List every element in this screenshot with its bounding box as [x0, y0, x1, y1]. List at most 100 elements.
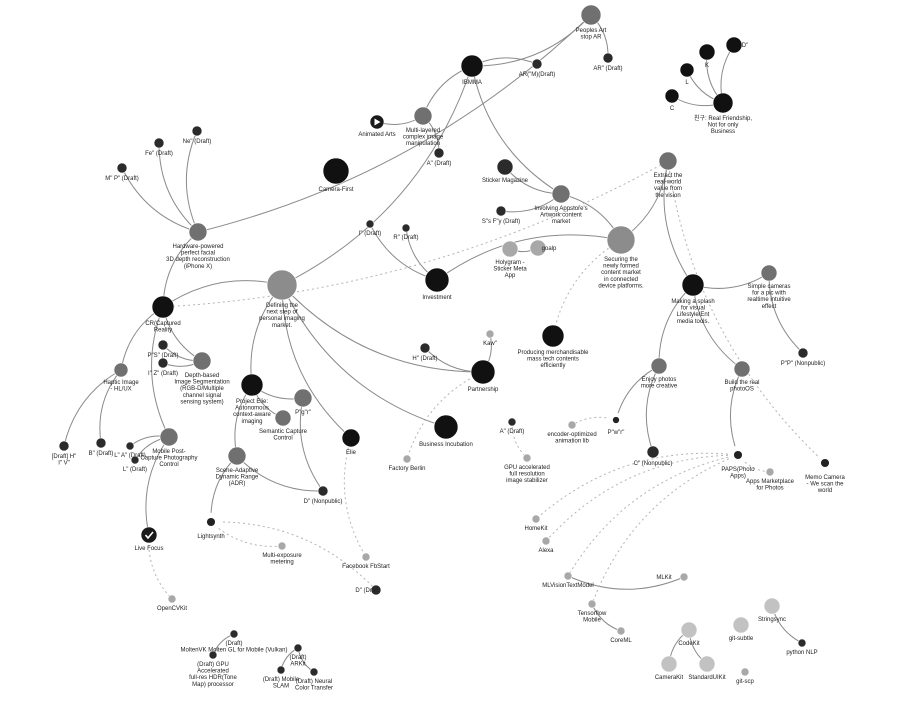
node-dot	[95, 437, 107, 449]
node-r-draft[interactable]: R" (Draft)	[393, 223, 419, 241]
node-dot	[580, 4, 602, 26]
node-s-f-draft[interactable]: S"s F"y (Draft)	[482, 205, 520, 225]
node-dot	[485, 329, 495, 339]
node-mlvision[interactable]: MLVisionTextModel	[542, 571, 594, 589]
node-sticker-mag[interactable]: Sticker Magazine	[482, 158, 529, 184]
node-h-draft[interactable]: H" (Draft)	[412, 342, 438, 362]
edge-mobile_post-to-live_focus	[145, 436, 170, 536]
node-draft-h-v[interactable]: [Draft] H"I" V"	[52, 440, 76, 467]
node-elie[interactable]: Elie	[341, 428, 361, 456]
node-alexa[interactable]: Alexa	[538, 536, 554, 554]
node-animated-arts[interactable]: Animated Arts	[358, 114, 396, 138]
node-camera-first[interactable]: Camera-First	[318, 157, 354, 193]
node-k[interactable]: K	[698, 43, 716, 69]
node-i-z-draft[interactable]: I" Z" (Draft)	[148, 357, 178, 377]
node-dot	[495, 205, 507, 217]
edge-partnership-to-factory_berlin	[406, 371, 484, 460]
edge-cr_reality-to-haptic_image	[120, 306, 164, 371]
node-factory-berlin[interactable]: Factory Berlin	[388, 454, 426, 472]
node-kaw[interactable]: Kaw"	[483, 329, 497, 347]
node-ne-draft[interactable]: Ne" (Draft)	[183, 125, 211, 145]
node-l-top[interactable]: L	[679, 62, 695, 86]
node-facebook-fbstart[interactable]: Facebook FbStart	[342, 552, 390, 570]
node-l-a-draft[interactable]: L" A" (Draft)	[114, 441, 146, 459]
node-p-p-nonpublic[interactable]: P"P" (Nonpublic)	[781, 347, 826, 367]
node-draft-arkit[interactable]: (Draft)ARKit	[290, 643, 307, 668]
edge-paps_photo-to-homekit	[535, 452, 739, 520]
node-d-nonpublic[interactable]: D" (Nonpublic)	[304, 485, 343, 505]
node-standarduikit[interactable]: StandardUIKit	[688, 655, 726, 681]
node-c-top[interactable]: C	[664, 88, 680, 112]
node-label: A" (Draft)	[427, 161, 452, 167]
node-p-s-draft[interactable]: P"S" (Draft)	[148, 339, 179, 359]
node-a-draft-mid[interactable]: A" (Draft)	[427, 147, 452, 167]
node-business-incubation[interactable]: Business Incubation	[419, 414, 473, 448]
node-camerakit[interactable]: CameraKit	[655, 655, 684, 681]
node-investment[interactable]: Investment	[422, 267, 452, 301]
node-opencvkit[interactable]: OpenCVKit	[157, 594, 187, 612]
node-goalp[interactable]: goalp	[529, 239, 557, 257]
node-i-draft[interactable]: I" (Draft)	[359, 219, 381, 237]
node-python-nlp[interactable]: python NLP	[786, 638, 818, 656]
node-ar-m-draft[interactable]: AR("M)(Draft)	[519, 58, 555, 78]
node-p-w[interactable]: P"w"r"	[608, 412, 625, 436]
node-mlkit[interactable]: MLKit	[656, 572, 689, 582]
node-haptic-image[interactable]: Haptic Image- HL/UX	[103, 362, 139, 393]
node-b-draft[interactable]: B" (Draft)	[89, 437, 114, 457]
node-partnership[interactable]: Partnership	[468, 359, 499, 393]
node-label: (Draft)ARKit	[290, 655, 307, 668]
node-ibmma[interactable]: IBMMA	[460, 54, 484, 86]
node-stringsync[interactable]: Stringsync	[758, 597, 786, 623]
node-gitsubtle[interactable]: git-subtle	[729, 616, 754, 642]
node-d-draft-bottom[interactable]: D" (Draft)	[355, 584, 382, 596]
node-l-draft[interactable]: L" (Draft)	[123, 455, 147, 473]
node-lightsynth[interactable]: Lightsynth	[197, 512, 225, 540]
node-p-g-draft[interactable]: P"g"r"	[293, 388, 313, 416]
node-ar-draft[interactable]: AR" (Draft)	[593, 52, 623, 72]
edge-ne_draft-to-hardware_facial	[185, 130, 199, 233]
node-d-top[interactable]: D"	[725, 36, 748, 54]
node-fe-draft[interactable]: Fe" (Draft)	[145, 137, 173, 157]
node-coreml[interactable]: CoreML	[610, 626, 632, 644]
node-gitscp[interactable]: git-scp	[736, 667, 754, 685]
node-homekit[interactable]: HomeKit	[524, 514, 548, 532]
node-codekit[interactable]: CodeKit	[678, 621, 700, 647]
node-m-p-draft[interactable]: M" P" (Draft)	[105, 162, 139, 182]
node-a-draft-right[interactable]: A" (Draft)	[500, 417, 525, 435]
node-c-nonpublic[interactable]: C" (Nonpublic)	[634, 445, 673, 467]
node-draft-metal[interactable]: (Draft)MoltenVK Molten GL for Mobile (Vu…	[181, 629, 288, 654]
node-live-focus[interactable]: Live Focus	[134, 526, 164, 552]
